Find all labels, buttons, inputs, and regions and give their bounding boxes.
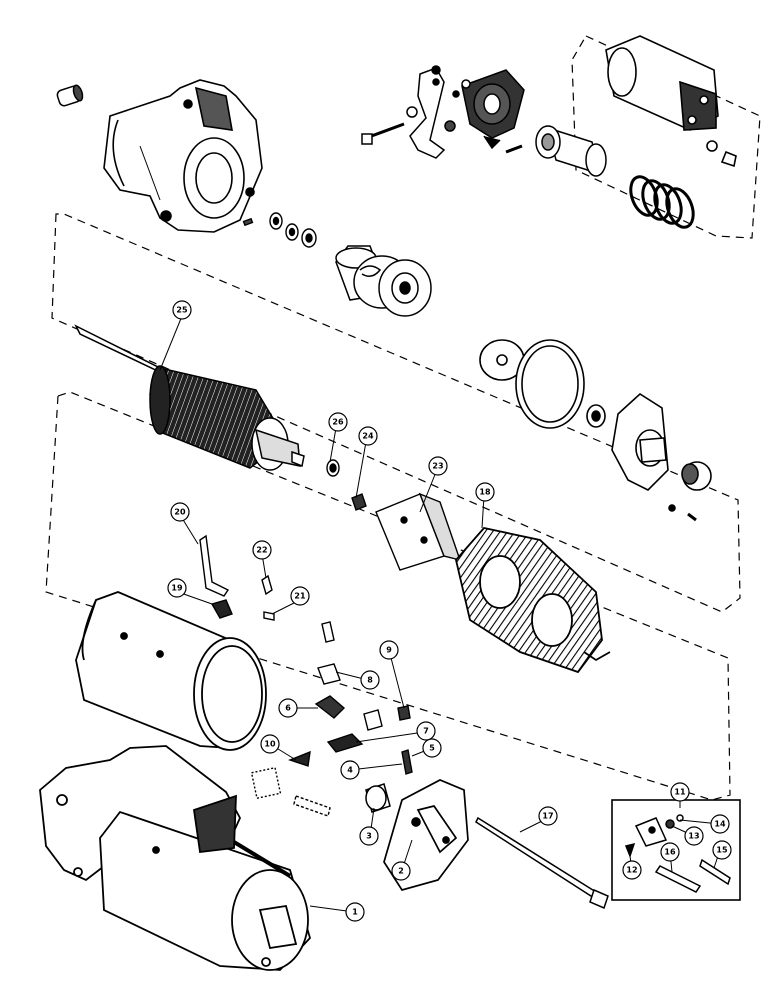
- callout-17: 17: [538, 806, 558, 826]
- callout-18: 18: [475, 482, 495, 502]
- svg-text:26: 26: [332, 418, 344, 427]
- svg-text:1: 1: [352, 908, 358, 917]
- drive-pinion-assembly: [335, 245, 432, 317]
- commutator-end-parts: [479, 339, 712, 522]
- callout-2: 2: [391, 861, 411, 881]
- svg-text:23: 23: [432, 462, 443, 471]
- svg-text:22: 22: [256, 546, 267, 555]
- callout-3: 3: [359, 826, 379, 846]
- armature: [74, 324, 305, 471]
- svg-text:10: 10: [264, 740, 276, 749]
- svg-text:17: 17: [542, 812, 553, 821]
- callout-14: 14: [710, 814, 730, 834]
- callout-15: 15: [712, 840, 732, 860]
- bushing-small: [56, 84, 84, 107]
- shift-lever-and-bolt: [361, 65, 456, 159]
- svg-text:6: 6: [285, 704, 291, 713]
- callout-24: 24: [358, 426, 378, 446]
- callout-13: 13: [684, 826, 704, 846]
- bushing-3: [365, 783, 391, 813]
- svg-text:19: 19: [171, 584, 183, 593]
- svg-text:4: 4: [347, 766, 353, 775]
- callout-26: 26: [328, 412, 348, 432]
- callout-6: 6: [278, 698, 298, 718]
- return-spring: [629, 175, 695, 229]
- svg-text:18: 18: [479, 488, 491, 497]
- callout-7: 7: [416, 721, 436, 741]
- callout-1: 1: [345, 902, 365, 922]
- callout-labels: 25 26 24 23 18 20 22 19 21 9 8 6 7 10 5 …: [167, 300, 732, 922]
- callout-19: 19: [167, 578, 187, 598]
- drive-housing: [103, 79, 263, 233]
- solenoid-switch: [605, 35, 737, 168]
- starter-assembly-1: [39, 745, 312, 971]
- svg-text:5: 5: [429, 744, 435, 753]
- svg-text:25: 25: [176, 306, 188, 315]
- callout-20: 20: [170, 502, 190, 522]
- svg-text:14: 14: [714, 820, 726, 829]
- brush-parts: [250, 621, 413, 817]
- solenoid-plunger: [535, 125, 607, 177]
- svg-text:3: 3: [366, 832, 372, 841]
- svg-text:24: 24: [362, 432, 374, 441]
- plunger-end-plate: [452, 69, 525, 154]
- callout-23: 23: [428, 456, 448, 476]
- callout-25: 25: [172, 300, 192, 320]
- callout-4: 4: [340, 760, 360, 780]
- svg-text:21: 21: [294, 592, 306, 601]
- svg-text:13: 13: [688, 832, 699, 841]
- svg-text:2: 2: [398, 867, 404, 876]
- callout-10: 10: [260, 734, 280, 754]
- callout-11: 11: [670, 782, 690, 802]
- svg-text:7: 7: [423, 727, 429, 736]
- callout-16: 16: [660, 842, 680, 862]
- callout-22: 22: [252, 540, 272, 560]
- svg-text:11: 11: [674, 788, 686, 797]
- svg-text:12: 12: [626, 866, 637, 875]
- svg-text:9: 9: [386, 646, 392, 655]
- field-screws-and-plug: [199, 534, 275, 621]
- callout-9: 9: [379, 640, 399, 660]
- thrust-washers: [242, 212, 317, 248]
- callout-5: 5: [422, 738, 442, 758]
- dashed-group-outlines: [45, 35, 761, 801]
- svg-text:16: 16: [664, 848, 676, 857]
- svg-text:15: 15: [716, 846, 728, 855]
- svg-text:20: 20: [174, 508, 186, 517]
- svg-text:8: 8: [367, 676, 373, 685]
- callout-12: 12: [622, 860, 642, 880]
- callout-8: 8: [360, 670, 380, 690]
- callout-21: 21: [290, 586, 310, 606]
- field-coils: [455, 527, 611, 674]
- through-bolt-17: [475, 816, 609, 910]
- brush-holder-set: [326, 459, 462, 571]
- frame-housing: [75, 591, 267, 751]
